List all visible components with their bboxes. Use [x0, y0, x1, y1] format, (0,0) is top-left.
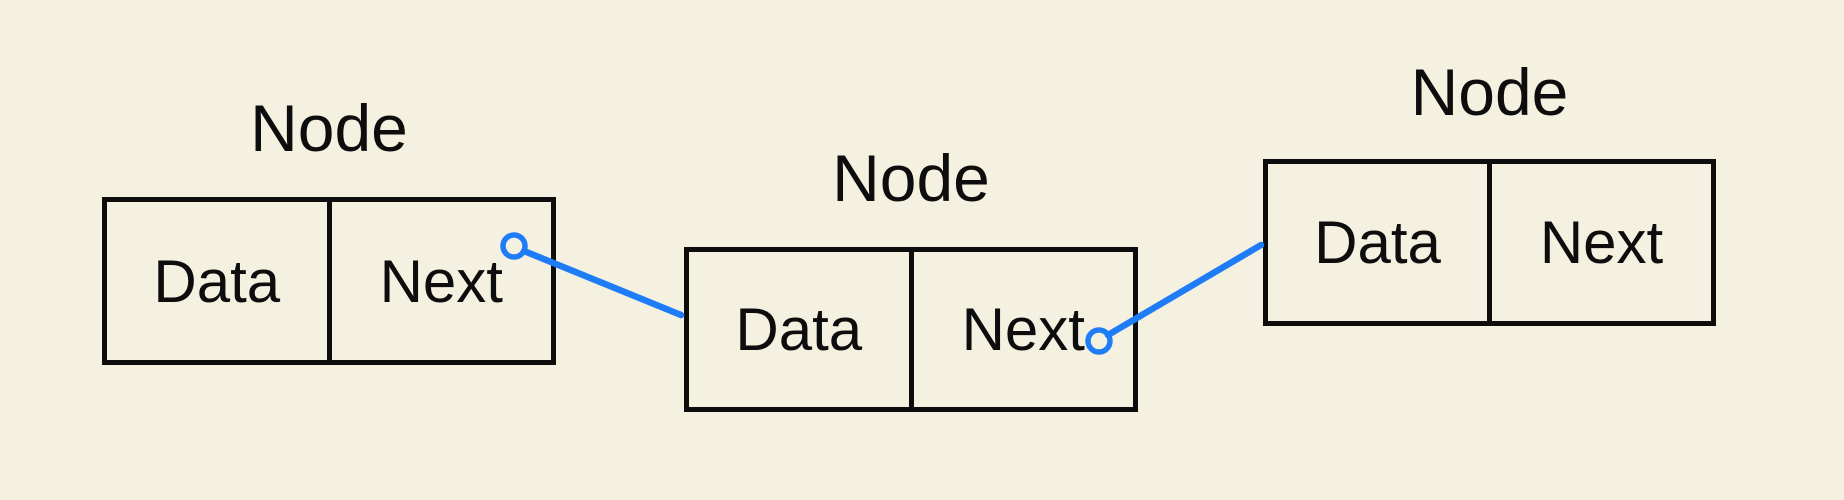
node-3-next-label: Next	[1539, 209, 1664, 276]
node-2-data-cell: Data	[689, 252, 914, 407]
node-2-next-label: Next	[961, 296, 1085, 363]
node-3-data-cell: Data	[1268, 164, 1492, 321]
node-2-box: Data Next	[684, 247, 1138, 412]
node-3-next-cell: Next	[1492, 164, 1711, 321]
node-2-title: Node	[832, 141, 990, 215]
node-1-title: Node	[250, 91, 408, 165]
node-2-next-cell: Next	[914, 252, 1134, 407]
node-1-data-cell: Data	[107, 202, 332, 360]
node-1-next-cell: Next	[332, 202, 552, 360]
node-1-next-label: Next	[379, 247, 503, 315]
node-2-data-label: Data	[735, 296, 863, 363]
node-3-data-label: Data	[1314, 209, 1441, 276]
node-3-box: Data Next	[1263, 159, 1716, 326]
node-1-box: Data Next	[102, 197, 556, 365]
node-3-title: Node	[1410, 55, 1569, 129]
node-1-data-label: Data	[153, 247, 281, 315]
